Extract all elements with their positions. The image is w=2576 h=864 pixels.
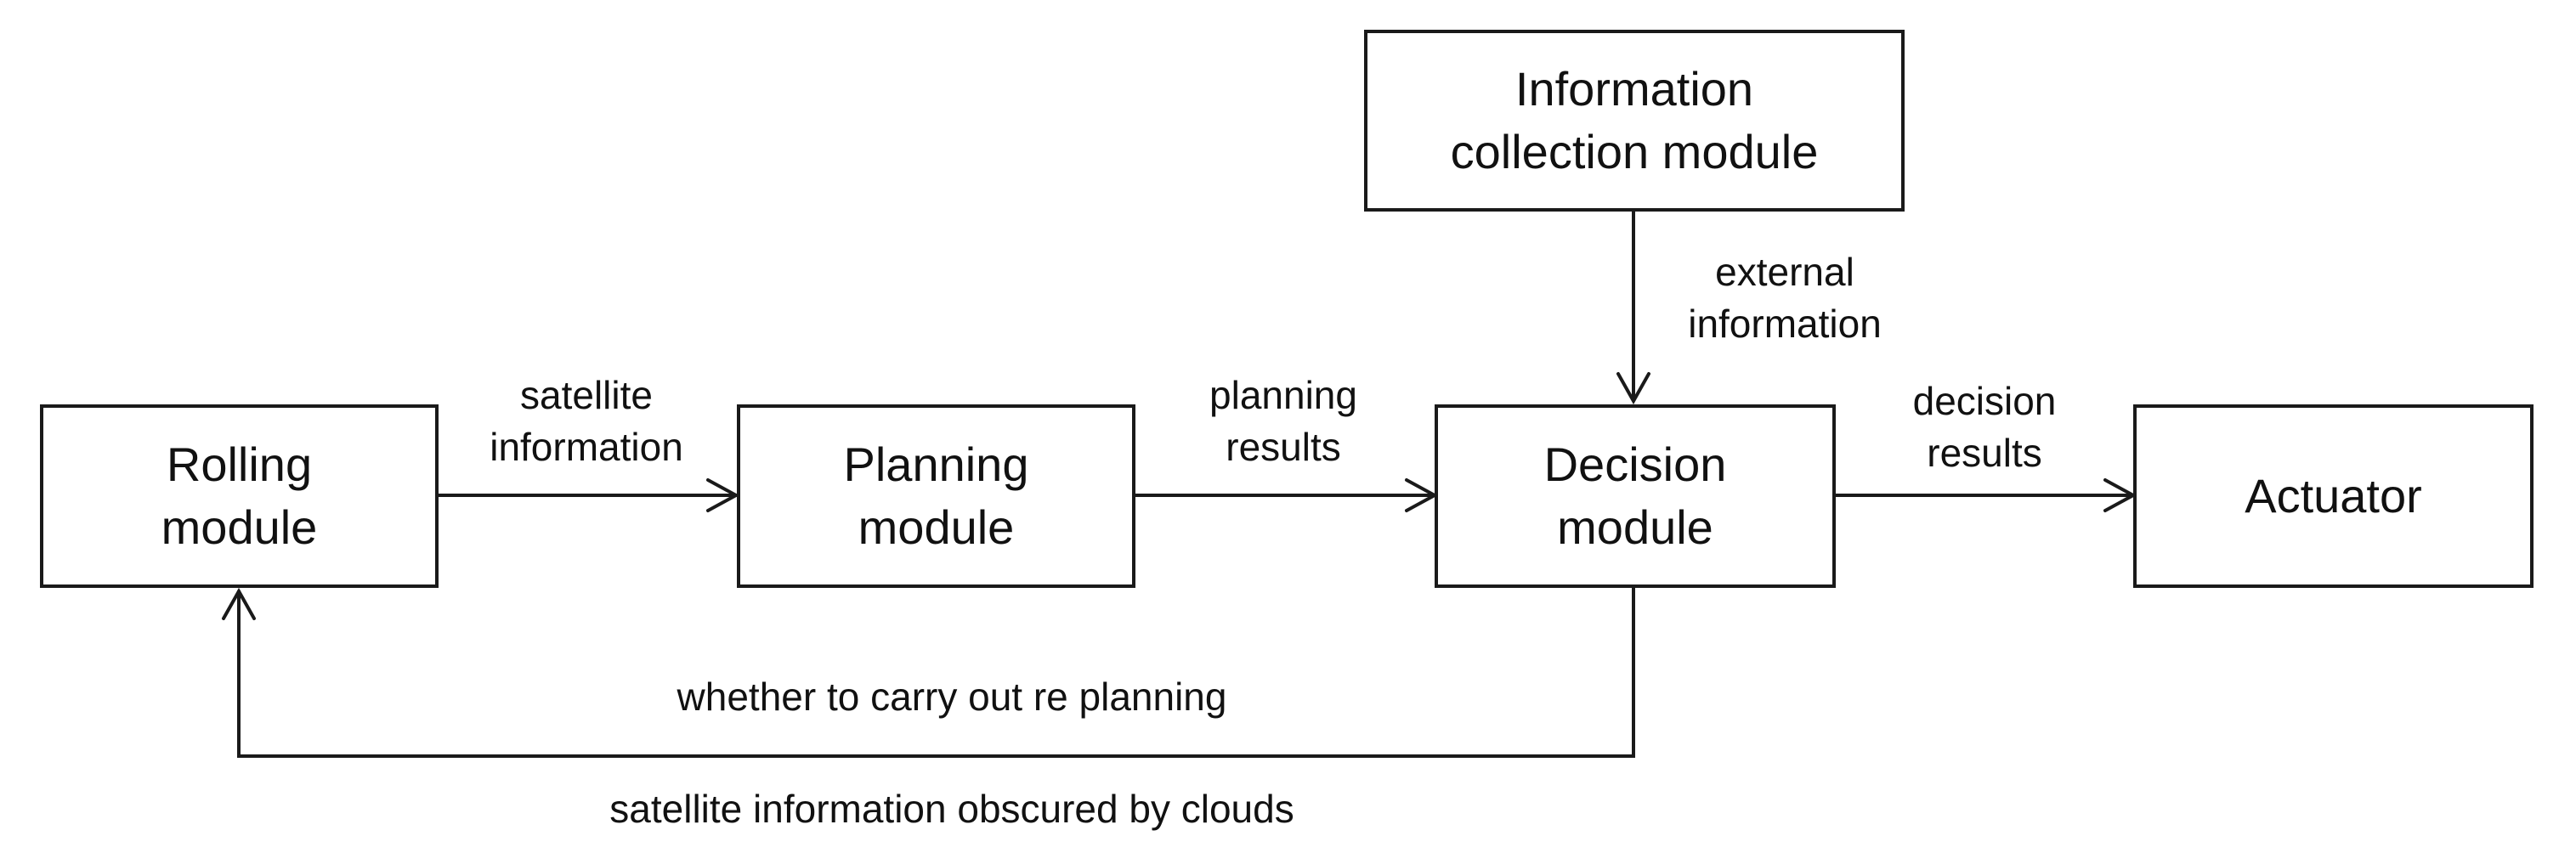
- actuator-module: Actuator: [2133, 404, 2534, 588]
- decision-module: Decision module: [1435, 404, 1836, 588]
- satellite-information-label: satellite information: [490, 373, 683, 469]
- decision-results-arrow: [1832, 478, 2137, 512]
- planning-module: Planning module: [737, 404, 1135, 588]
- information-collection-module: Information collection module: [1364, 30, 1905, 212]
- satellite-information-arrow: [434, 478, 740, 512]
- planning-results-label: planning results: [1209, 373, 1357, 469]
- clouds-note-label: satellite information obscured by clouds: [609, 787, 1294, 831]
- planning-results-arrow: [1133, 478, 1439, 512]
- replanning-question-label: whether to carry out re planning: [677, 675, 1227, 719]
- external-information-arrow: [1616, 208, 1650, 405]
- replanning-feedback-arrow: [222, 584, 1635, 758]
- rolling-module: Rolling module: [40, 404, 439, 588]
- decision-results-label: decision results: [1912, 379, 2057, 475]
- external-information-label: external information: [1688, 250, 1882, 346]
